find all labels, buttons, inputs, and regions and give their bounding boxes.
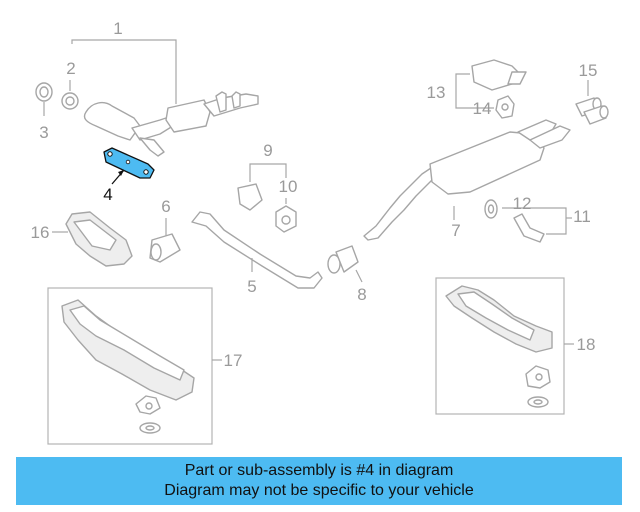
leader-1 [71, 39, 177, 104]
part-8-clamp[interactable] [327, 245, 359, 274]
callout-5: 5 [247, 277, 256, 296]
inset-box-18 [435, 277, 565, 415]
callout-9: 9 [263, 141, 272, 160]
callout-8: 8 [357, 285, 366, 304]
leader-14 [455, 92, 494, 109]
callout-6: 6 [161, 197, 170, 216]
part-11-bracket[interactable] [513, 213, 545, 243]
leader-4-arrowhead [118, 170, 124, 176]
callout-1: 1 [113, 19, 122, 38]
callout-18: 18 [577, 335, 596, 354]
inset-box-17 [47, 287, 213, 445]
part-10-insulator[interactable] [275, 205, 297, 233]
callout-3: 3 [39, 123, 48, 142]
part-9-hanger[interactable] [237, 183, 263, 211]
leader-8 [355, 269, 363, 283]
callout-15: 15 [579, 61, 598, 80]
callout-17: 17 [224, 351, 243, 370]
callout-11: 11 [573, 207, 591, 226]
callout-2: 2 [66, 59, 75, 78]
part-18-heat-shield[interactable] [445, 285, 553, 408]
part-1-front-pipe-assembly[interactable] [83, 91, 259, 157]
part-4-bracket-highlighted[interactable] [103, 147, 155, 179]
part-7-muffler-assembly[interactable] [363, 119, 571, 241]
leader-11 [502, 207, 567, 235]
info-banner: Part or sub-assembly is #4 in diagram Di… [16, 457, 622, 505]
part-14-hanger[interactable] [495, 95, 515, 119]
callout-10: 10 [279, 177, 298, 196]
callout-16: 16 [31, 223, 50, 242]
part-15-tail-pipe-tips[interactable] [575, 97, 609, 125]
part-5-intermediate-pipe[interactable] [191, 211, 323, 289]
callout-4: 4 [103, 185, 112, 204]
part-16-heat-shield[interactable] [65, 211, 133, 267]
part-13-cover[interactable] [471, 59, 527, 91]
part-12-insulator[interactable] [484, 199, 498, 219]
part-2-clamp[interactable] [61, 92, 79, 110]
part-17-heat-shield[interactable] [61, 299, 195, 434]
callout-12: 12 [513, 194, 532, 213]
banner-line-1: Part or sub-assembly is #4 in diagram [184, 462, 454, 479]
banner-line-2: Diagram may not be specific to your vehi… [164, 482, 474, 499]
part-6-connector[interactable] [149, 233, 181, 263]
exhaust-parts-diagram: 1 2 3 4 5 6 7 [31, 19, 609, 445]
callout-7: 7 [451, 221, 460, 240]
leader-9 [249, 163, 287, 182]
leader-13 [455, 73, 470, 92]
callout-13: 13 [427, 83, 446, 102]
part-3-gasket[interactable] [35, 82, 53, 102]
callout-14: 14 [473, 99, 492, 118]
